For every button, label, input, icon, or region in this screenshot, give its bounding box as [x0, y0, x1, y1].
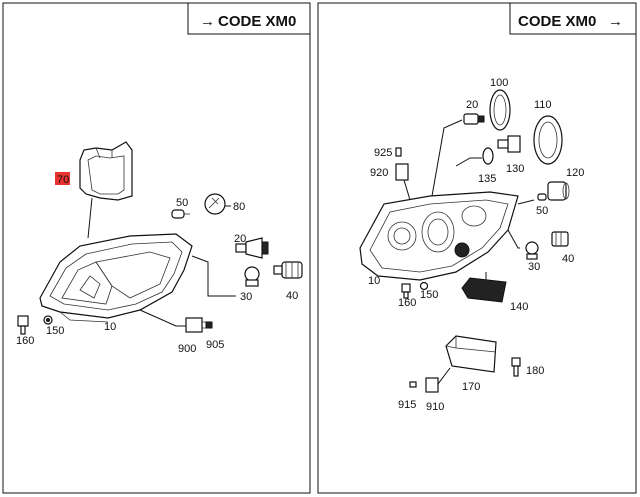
right-header: CODE XM0 →	[509, 3, 636, 35]
right-header-arrow: →	[608, 13, 623, 30]
callout-120: 120	[566, 167, 584, 179]
callout-140: 140	[510, 301, 528, 313]
part-160-screw-left	[17, 315, 29, 335]
callout-50-left: 50	[176, 197, 188, 209]
headlamp-right	[359, 191, 519, 281]
part-130-bulb	[497, 135, 521, 153]
part-30-bulb-right	[525, 241, 539, 260]
part-120-cap	[547, 181, 570, 201]
callout-900: 900	[178, 343, 196, 355]
callout-925: 925	[374, 147, 392, 159]
part-920-connector	[395, 163, 409, 181]
part-20-bulb-right	[463, 113, 485, 125]
part-40-socket-left	[273, 261, 303, 279]
part-110-lens	[533, 115, 563, 165]
callout-70: 70	[57, 174, 69, 186]
part-910-connector	[425, 377, 439, 393]
callout-40-right: 40	[562, 253, 574, 265]
left-panel-frame	[2, 2, 311, 494]
part-20-bulb-left	[235, 237, 269, 259]
part-150-washer-left	[43, 315, 53, 325]
callout-20-left: 20	[234, 233, 246, 245]
part-135-ring	[482, 147, 494, 165]
part-40-socket-right	[551, 231, 569, 247]
part-160-screw-right	[401, 283, 411, 299]
part-50-bulb-right	[537, 193, 547, 201]
callout-915: 915	[398, 399, 416, 411]
callout-70-highlight	[55, 172, 70, 185]
part-905-pin	[205, 321, 213, 329]
callout-160-left: 160	[16, 335, 34, 347]
callout-30-left: 30	[240, 291, 252, 303]
part-150-washer-right	[419, 281, 429, 291]
part-925-pin	[395, 147, 402, 157]
part-170-ballast	[445, 335, 497, 373]
callout-920: 920	[370, 167, 388, 179]
right-header-text: CODE XM0	[518, 13, 596, 30]
callout-170: 170	[462, 381, 480, 393]
callout-50-right: 50	[536, 205, 548, 217]
part-70-cover	[79, 141, 133, 201]
part-180-screw	[511, 357, 521, 377]
callout-130: 130	[506, 163, 524, 175]
callout-150-right: 150	[420, 289, 438, 301]
callout-30-right: 30	[528, 261, 540, 273]
callout-160-right: 160	[398, 297, 416, 309]
part-100-ring	[489, 89, 511, 131]
callout-150-left: 150	[46, 325, 64, 337]
left-header-text: CODE XM0	[218, 13, 296, 30]
callout-910: 910	[426, 401, 444, 413]
callout-10-right: 10	[368, 275, 380, 287]
callout-905: 905	[206, 339, 224, 351]
right-panel-frame	[317, 2, 637, 494]
callout-100: 100	[490, 77, 508, 89]
left-header-arrow: →	[200, 13, 215, 30]
callout-110: 110	[534, 99, 552, 111]
part-915-pin	[409, 381, 417, 388]
callout-180: 180	[526, 365, 544, 377]
left-header: → CODE XM0	[187, 3, 310, 35]
callout-80: 80	[233, 201, 245, 213]
part-30-bulb-left	[244, 266, 260, 287]
part-50-bulb	[171, 209, 190, 219]
part-140-module	[461, 277, 507, 303]
callout-20-right: 20	[466, 99, 478, 111]
part-80-clip	[204, 193, 226, 215]
callout-10-left: 10	[104, 321, 116, 333]
headlamp-left	[39, 233, 193, 323]
callout-135: 135	[478, 173, 496, 185]
callout-40-left: 40	[286, 290, 298, 302]
